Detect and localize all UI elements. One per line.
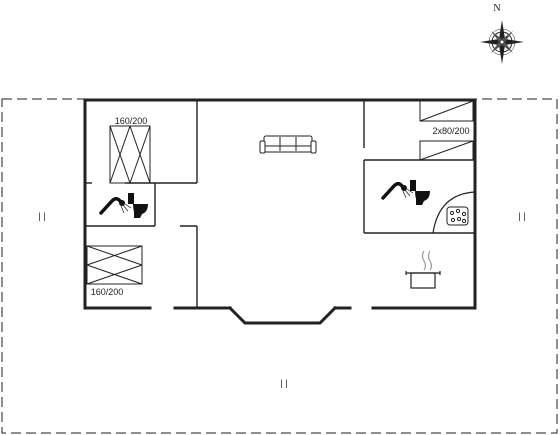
- compass-rose-icon: [480, 20, 524, 64]
- bed-bottom-left: [86, 245, 143, 285]
- bunk-bed-right: [419, 100, 474, 161]
- bed-label-top-left: 160/200: [115, 116, 148, 126]
- terrace-mark-right: | |: [518, 211, 525, 221]
- compass-north-label: N: [493, 3, 500, 14]
- kitchen-pot-icon: [405, 250, 441, 289]
- bed-label-bottom-left: 160/200: [91, 287, 124, 297]
- shower-icon-left: [99, 196, 132, 215]
- shower-icon-right: [381, 181, 414, 200]
- toilet-icon-right: [410, 180, 430, 205]
- whirlpool-icon: [432, 191, 476, 234]
- bed-label-right: 2x80/200: [432, 126, 469, 136]
- exterior-walls: [83, 98, 477, 325]
- sofa-icon: [259, 135, 317, 154]
- compass: N: [480, 3, 524, 64]
- toilet-icon-left: [128, 193, 148, 218]
- bed-top-left: [109, 125, 151, 184]
- terrace-mark-left: | |: [38, 211, 45, 221]
- terrace-mark-bottom: | |: [280, 378, 287, 388]
